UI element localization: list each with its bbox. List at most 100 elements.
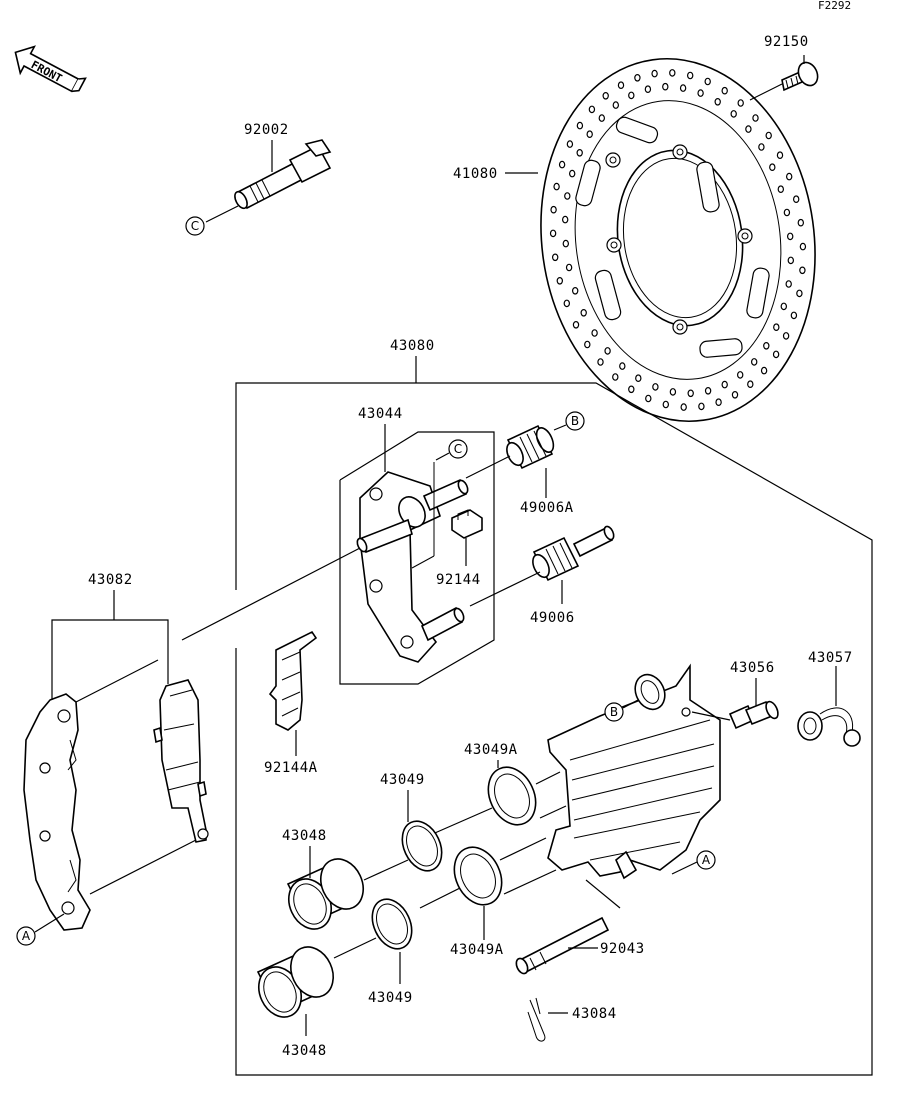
disc-drill-hole	[597, 358, 604, 366]
label-49006: 49006	[530, 610, 575, 626]
callout-c-bracket: C	[448, 439, 468, 459]
label-41080: 41080	[453, 166, 498, 182]
svg-text:B: B	[610, 705, 618, 719]
disc-drill-hole	[796, 289, 803, 298]
disc-drill-hole	[612, 101, 620, 109]
label-92043: 92043	[600, 941, 645, 957]
label-43049-bottom: 43049	[368, 990, 413, 1006]
disc-drill-hole	[635, 374, 642, 383]
callout-a-caliper: A	[696, 850, 716, 870]
disc-drill-hole	[662, 400, 670, 409]
disc-drill-hole	[793, 195, 800, 204]
disc-drill-hole	[769, 163, 776, 172]
bleeder-cap-43057	[797, 707, 861, 747]
label-43080: 43080	[390, 338, 435, 354]
disc-drill-hole	[783, 208, 791, 217]
disc-drill-hole	[549, 229, 557, 238]
disc-drill-hole	[553, 182, 560, 191]
label-49006A: 49006A	[520, 500, 574, 516]
disc-drill-hole	[751, 358, 758, 366]
dust-seal-43049A-bottom	[453, 846, 503, 906]
disc-drill-hole	[617, 81, 625, 90]
disc-drill-hole	[556, 276, 564, 285]
disc-drill-hole	[680, 403, 687, 411]
disc-drill-hole	[576, 121, 584, 130]
disc-drill-hole	[715, 398, 722, 407]
disc-drill-hole	[731, 390, 739, 399]
disc-drill-hole	[787, 232, 794, 241]
disc-drill-hole	[591, 329, 598, 337]
dust-seal-43049A-top	[487, 766, 537, 826]
label-43082: 43082	[88, 572, 133, 588]
disc-drill-hole	[652, 383, 659, 391]
disc-drill-hole	[576, 149, 583, 157]
disc-drill-hole	[790, 311, 798, 320]
piston-seal-43049-bottom	[371, 898, 413, 950]
label-43056: 43056	[730, 660, 775, 676]
disc-drill-hole	[772, 350, 780, 359]
disc-drill-hole	[777, 185, 785, 194]
disc-drill-hole	[586, 130, 593, 139]
label-43048-top: 43048	[282, 828, 327, 844]
disc-drill-hole	[721, 380, 728, 389]
disc-drill-hole	[572, 320, 580, 329]
disc-drill-hole	[687, 389, 694, 398]
label-43044: 43044	[358, 406, 403, 422]
disc-drill-hole	[758, 143, 765, 151]
label-43049-top: 43049	[380, 772, 425, 788]
disc-drill-hole	[572, 286, 579, 295]
label-92144A: 92144A	[264, 760, 318, 776]
figure-id: F2292	[818, 0, 851, 12]
label-43048-bottom: 43048	[282, 1043, 327, 1059]
disc-drill-hole	[552, 253, 559, 262]
disc-drill-hole	[628, 385, 635, 394]
disc-drill-hole	[602, 92, 609, 100]
brake-disc-41080	[540, 57, 816, 423]
disc-drill-hole	[669, 388, 677, 396]
disc-drill-hole	[760, 366, 768, 375]
disc-drill-hole	[714, 98, 721, 106]
disc-drill-hole	[569, 169, 576, 178]
disc-drill-hole	[645, 394, 652, 403]
disc-bolt-92150	[781, 61, 819, 92]
callout-b-boot: B	[565, 411, 585, 431]
disc-drill-hole	[787, 256, 795, 265]
front-arrow-icon: FRONT	[14, 45, 87, 93]
label-92144: 92144	[436, 572, 481, 588]
label-43049A-bottom: 43049A	[450, 942, 504, 958]
callout-b-caliper: B	[604, 702, 624, 722]
disc-drill-hole	[562, 239, 570, 248]
disc-drill-hole	[773, 323, 780, 332]
disc-drill-hole	[799, 266, 806, 275]
brake-pad-set-43082	[23, 679, 209, 931]
disc-drill-hole	[644, 85, 652, 94]
label-43084: 43084	[572, 1006, 617, 1022]
disc-drill-hole	[588, 105, 596, 114]
svg-text:A: A	[702, 853, 711, 867]
svg-text:C: C	[454, 442, 462, 456]
disc-drill-hole	[776, 151, 784, 160]
piston-43048-top	[286, 858, 364, 930]
disc-drill-hole	[799, 242, 807, 251]
pad-pin-92043	[515, 916, 610, 975]
disc-drill-hole	[704, 77, 711, 86]
disc-drill-hole	[785, 280, 792, 288]
disc-drill-hole	[765, 131, 772, 140]
disc-drill-hole	[564, 192, 571, 200]
disc-drill-hole	[550, 205, 557, 214]
disc-drill-hole	[704, 386, 712, 395]
callout-c-92002: C	[185, 216, 205, 236]
caliper-body	[547, 663, 721, 880]
label-43057: 43057	[808, 650, 853, 666]
svg-text:C: C	[191, 219, 199, 233]
assembly-frame-43080	[235, 382, 873, 1076]
disc-drill-hole	[563, 299, 571, 308]
dust-boot-49006A	[506, 424, 555, 470]
disc-drill-hole	[558, 160, 566, 169]
bleeder-valve-43056	[728, 700, 779, 730]
disc-drill-hole	[782, 332, 790, 340]
caliper-bolt-92002	[234, 139, 332, 210]
callout-a-pad: A	[16, 926, 36, 946]
clip-92144	[451, 509, 483, 539]
